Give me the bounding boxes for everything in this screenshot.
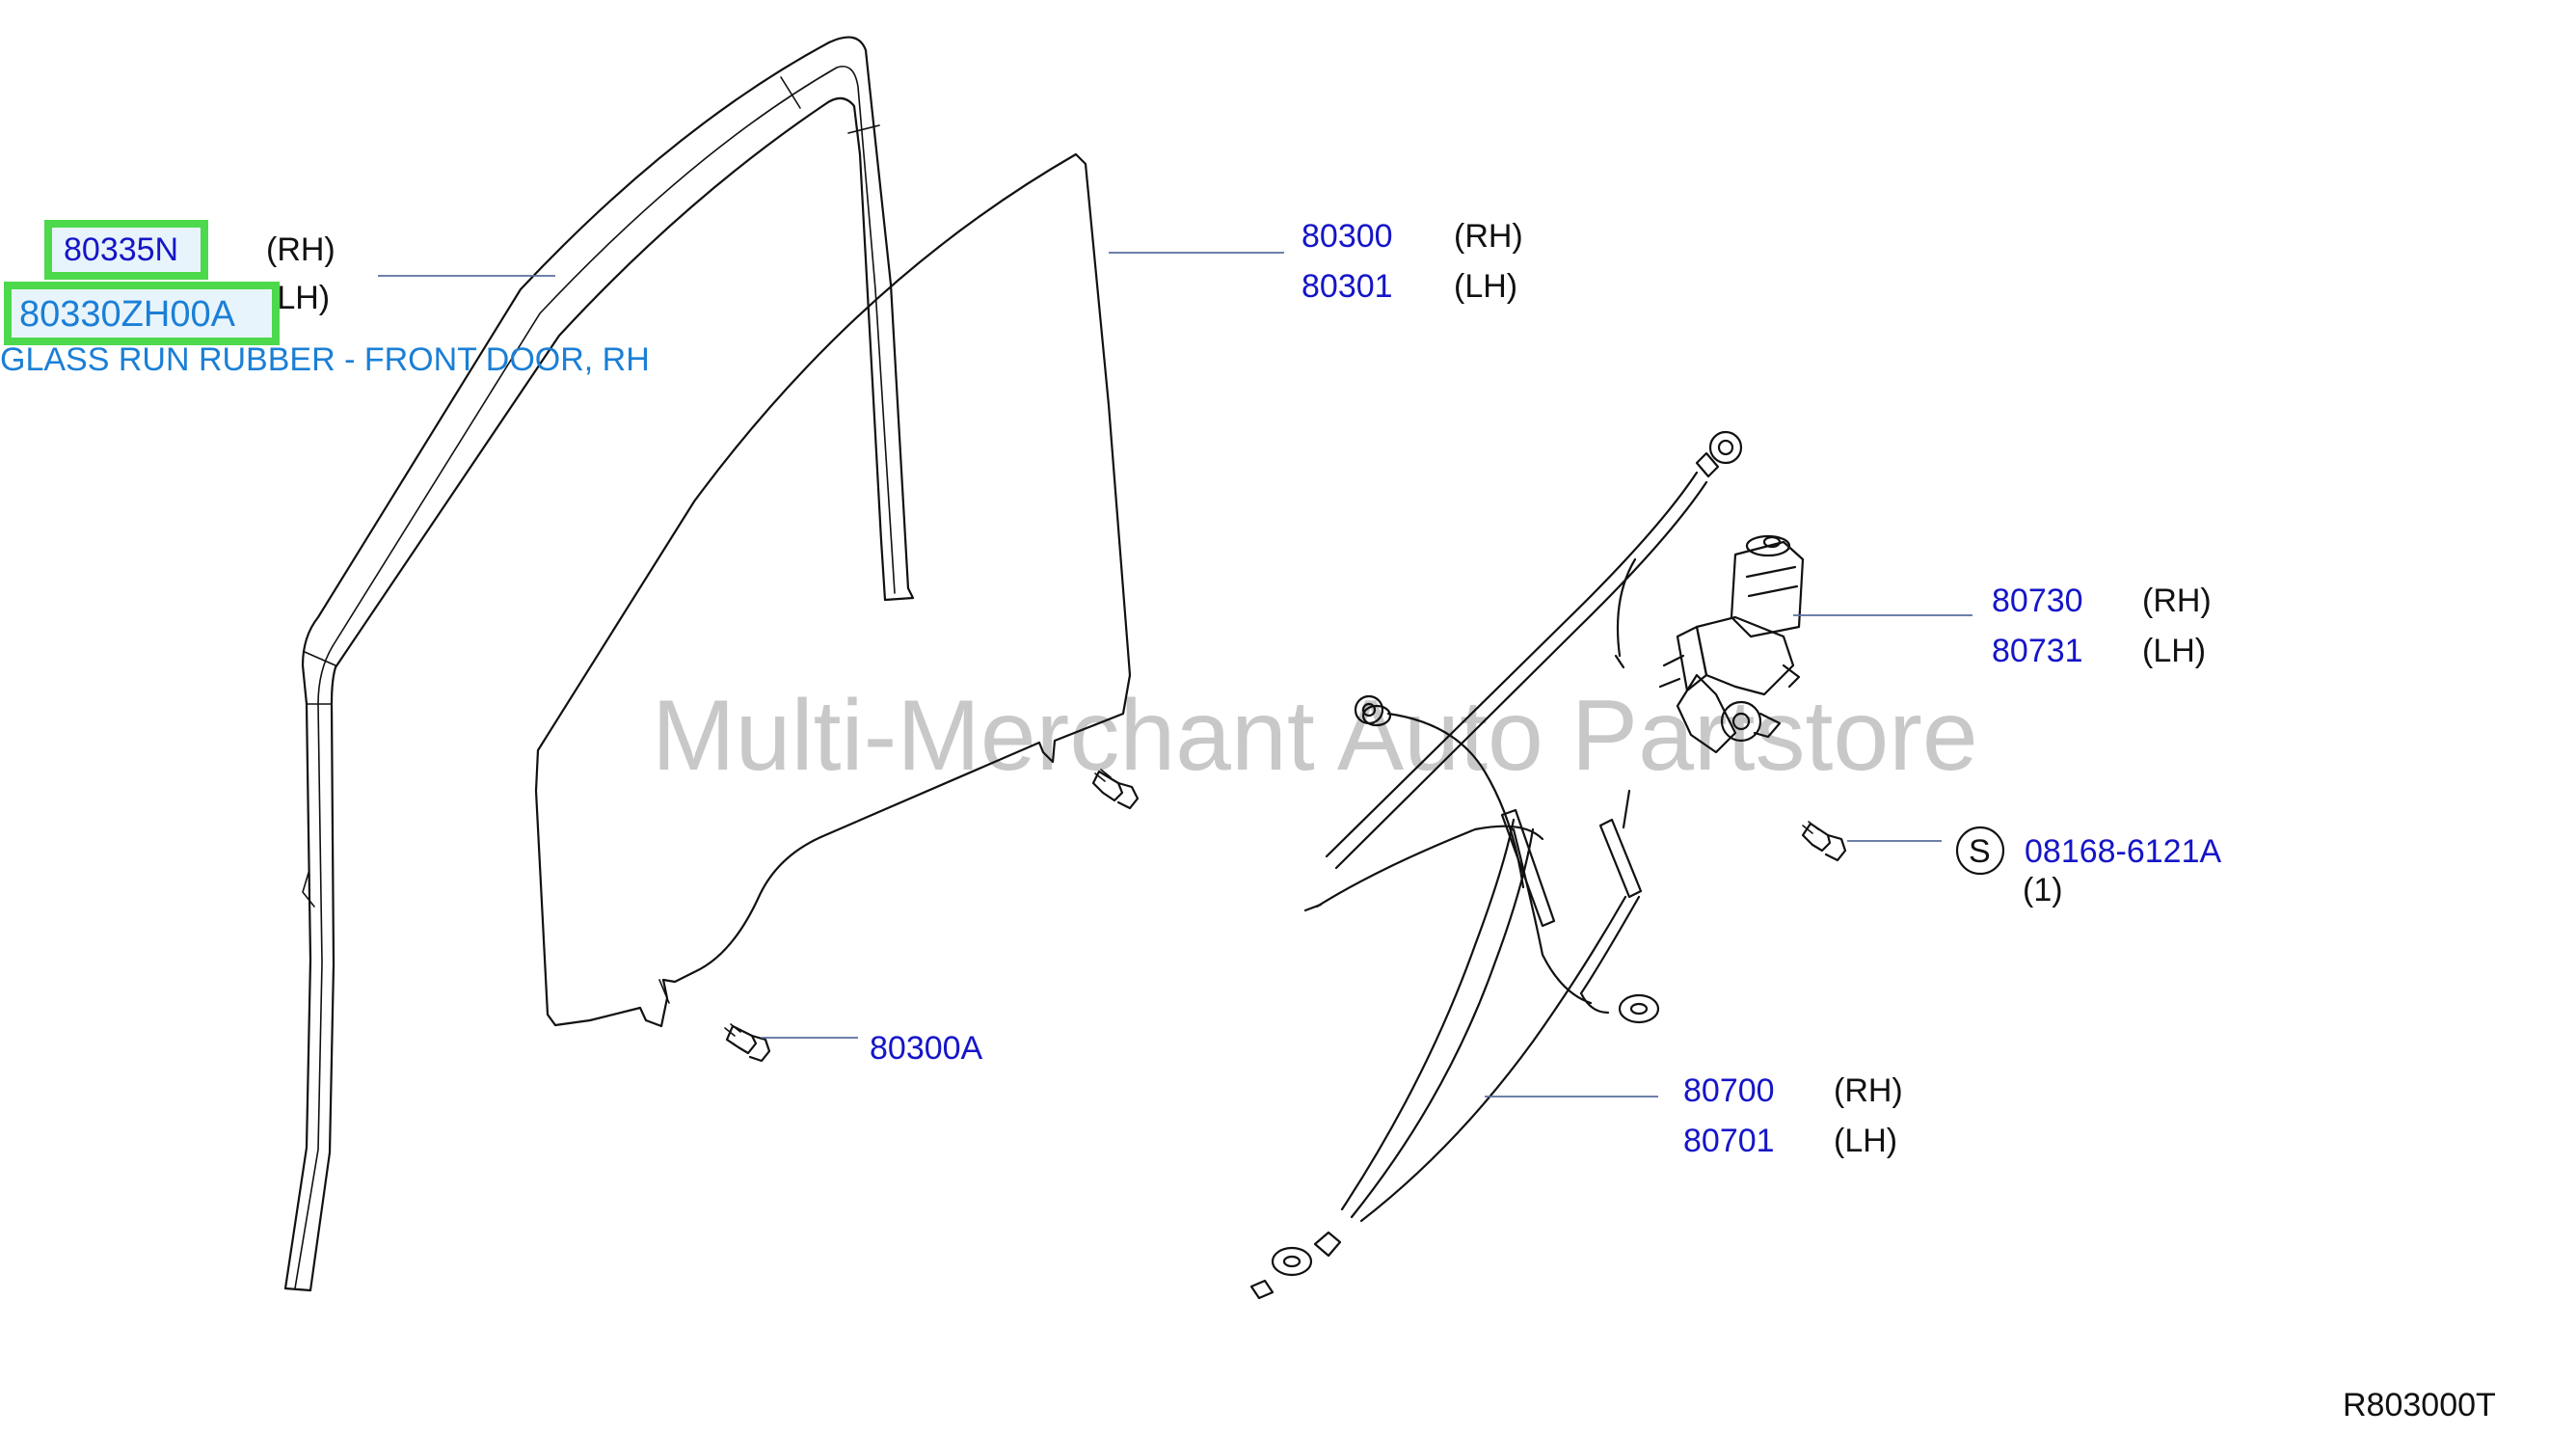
glass-run-rubber-part[interactable] (283, 36, 915, 1292)
part-number-regulator-motor-lh[interactable]: 80731 (1992, 633, 2083, 669)
watermark-text: Multi-Merchant Auto Partstore (652, 680, 1978, 792)
standard-part-symbol: S (1969, 833, 1991, 870)
side-label-door-glass-lh: (LH) (1454, 268, 1517, 305)
part-number-regulator-bolt[interactable]: 08168-6121A (2025, 833, 2222, 870)
part-number-door-glass-rh[interactable]: 80300 (1301, 218, 1393, 255)
selected-part-description: GLASS RUN RUBBER - FRONT DOOR, RH (0, 341, 650, 378)
regulator-motor-part[interactable] (1658, 534, 1805, 754)
highlight-box-glass-run-rh (48, 224, 204, 276)
part-number-glass-bolt[interactable]: 80300A (870, 1030, 983, 1067)
callout-regulator[interactable]: 80700 (RH) 80701 (LH) (1683, 1072, 1903, 1159)
regulator-bolt-part[interactable] (1801, 821, 1847, 862)
callout-glass-bolt[interactable]: 80300A (870, 1030, 983, 1067)
callout-regulator-bolt[interactable]: S 08168-6121A (1) (1955, 826, 2222, 908)
highlight-frame-glass-run-rh (44, 220, 208, 280)
part-number-regulator-rh[interactable]: 80700 (1683, 1072, 1775, 1109)
diagram-code: R803000T (2343, 1387, 2496, 1423)
callout-regulator-motor[interactable]: 80730 (RH) 80731 (LH) (1992, 583, 2212, 669)
side-label-regulator-rh: (RH) (1834, 1072, 1903, 1109)
glass-bracket-bolt-part[interactable] (1091, 769, 1140, 810)
side-label-glass-run-rh: (RH) (266, 231, 335, 268)
part-number-door-glass-lh[interactable]: 80301 (1301, 268, 1393, 305)
callout-glass-run[interactable]: 80335N (RH) 80336N (LH) 80330ZH00A GLASS… (0, 220, 650, 378)
quantity-regulator-bolt: (1) (2023, 872, 2063, 908)
part-number-regulator-motor-rh[interactable]: 80730 (1992, 583, 2083, 619)
leader-lines (378, 252, 1972, 1097)
part-number-glass-run-rh[interactable]: 80335N (64, 231, 178, 268)
selected-part-number[interactable]: 80330ZH00A (19, 294, 236, 335)
side-label-regulator-motor-lh: (LH) (2142, 633, 2206, 669)
highlight-box-selected (8, 285, 276, 341)
part-number-regulator-lh[interactable]: 80701 (1683, 1123, 1775, 1159)
side-label-door-glass-rh: (RH) (1454, 218, 1523, 255)
window-regulator-part[interactable] (1249, 430, 1743, 1300)
door-glass-part[interactable] (534, 152, 1132, 1028)
glass-bolt-part[interactable] (724, 1023, 771, 1063)
callout-door-glass[interactable]: 80300 (RH) 80301 (LH) (1301, 218, 1523, 305)
side-label-regulator-lh: (LH) (1834, 1123, 1897, 1159)
side-label-regulator-motor-rh: (RH) (2142, 583, 2212, 619)
highlight-frame-selected (4, 282, 280, 345)
standard-part-symbol-circle (1955, 826, 2005, 876)
